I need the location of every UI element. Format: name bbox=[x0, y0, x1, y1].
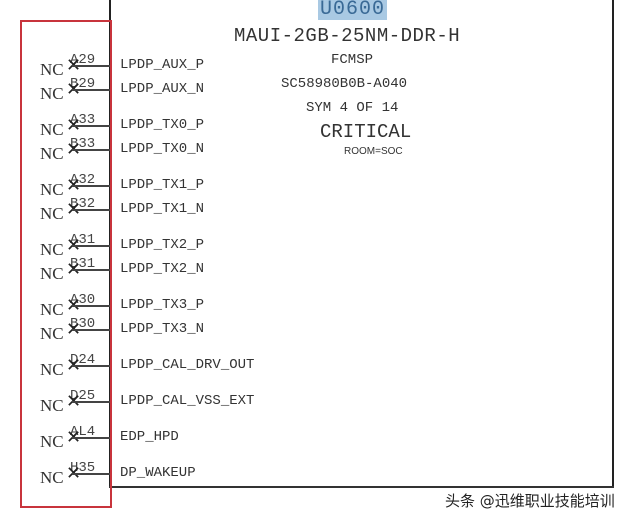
signal-name[interactable]: LPDP_TX1_N bbox=[120, 201, 205, 217]
pin-wire bbox=[72, 245, 110, 247]
signal-name[interactable]: LPDP_TX3_P bbox=[120, 297, 205, 313]
nc-label: NC bbox=[40, 204, 64, 223]
pin-wire bbox=[72, 185, 110, 187]
nc-label: NC bbox=[40, 144, 64, 163]
pin-wire bbox=[72, 473, 110, 475]
pin-wire bbox=[72, 437, 110, 439]
signal-name[interactable]: LPDP_TX3_N bbox=[120, 321, 205, 337]
refdes-label[interactable]: U0600 bbox=[318, 0, 388, 21]
chip-body-right-edge bbox=[612, 0, 614, 488]
pin-number: B29 bbox=[70, 76, 96, 92]
nc-label: NC bbox=[40, 324, 64, 343]
signal-name[interactable]: LPDP_CAL_VSS_EXT bbox=[120, 393, 255, 409]
pin-number: B30 bbox=[70, 316, 96, 332]
watermark: 头条 @迅维职业技能培训 bbox=[445, 492, 615, 510]
pin-number: A31 bbox=[70, 232, 96, 248]
pin-wire bbox=[72, 305, 110, 307]
symbol-index: SYM 4 OF 14 bbox=[306, 100, 399, 116]
signal-name[interactable]: DP_WAKEUP bbox=[120, 465, 196, 481]
signal-name[interactable]: LPDP_TX2_N bbox=[120, 261, 205, 277]
pin-wire bbox=[72, 89, 110, 91]
pin-wire bbox=[72, 269, 110, 271]
signal-name[interactable]: LPDP_TX0_P bbox=[120, 117, 205, 133]
nc-label: NC bbox=[40, 300, 64, 319]
pin-wire bbox=[72, 365, 110, 367]
nc-label: NC bbox=[40, 84, 64, 103]
nc-label: NC bbox=[40, 60, 64, 79]
nc-label: NC bbox=[40, 240, 64, 259]
pin-number: B31 bbox=[70, 256, 96, 272]
signal-name[interactable]: EDP_HPD bbox=[120, 429, 179, 445]
pin-wire bbox=[72, 65, 110, 67]
chip-body-bottom-edge bbox=[109, 486, 614, 488]
signal-name[interactable]: LPDP_AUX_P bbox=[120, 57, 205, 73]
pin-number: A33 bbox=[70, 112, 96, 128]
pin-number: B33 bbox=[70, 136, 96, 152]
pin-wire bbox=[72, 329, 110, 331]
nc-label: NC bbox=[40, 180, 64, 199]
pin-number: D25 bbox=[70, 388, 96, 404]
pin-number: A32 bbox=[70, 172, 96, 188]
pin-number: AL4 bbox=[70, 424, 96, 440]
pin-number: D24 bbox=[70, 352, 96, 368]
nc-label: NC bbox=[40, 432, 64, 451]
nc-label: NC bbox=[40, 360, 64, 379]
signal-name[interactable]: LPDP_TX1_P bbox=[120, 177, 205, 193]
signal-name[interactable]: LPDP_TX0_N bbox=[120, 141, 205, 157]
signal-name[interactable]: LPDP_CAL_DRV_OUT bbox=[120, 357, 255, 373]
pin-number: B32 bbox=[70, 196, 96, 212]
pin-number: H35 bbox=[70, 460, 96, 476]
highlight-box bbox=[20, 20, 112, 508]
part-number: SC58980B0B-A040 bbox=[281, 76, 408, 92]
room-label: ROOM=SOC bbox=[344, 146, 403, 157]
pin-wire bbox=[72, 401, 110, 403]
signal-name[interactable]: LPDP_TX2_P bbox=[120, 237, 205, 253]
package-label: FCMSP bbox=[331, 52, 374, 68]
nc-label: NC bbox=[40, 120, 64, 139]
nc-label: NC bbox=[40, 396, 64, 415]
nc-label: NC bbox=[40, 264, 64, 283]
nc-label: NC bbox=[40, 468, 64, 487]
pin-number: A30 bbox=[70, 292, 96, 308]
part-name: MAUI-2GB-25NM-DDR-H bbox=[234, 25, 461, 47]
pin-number: A29 bbox=[70, 52, 96, 68]
signal-name[interactable]: LPDP_AUX_N bbox=[120, 81, 205, 97]
pin-wire bbox=[72, 149, 110, 151]
critical-label: CRITICAL bbox=[320, 121, 412, 143]
pin-wire bbox=[72, 209, 110, 211]
pin-wire bbox=[72, 125, 110, 127]
